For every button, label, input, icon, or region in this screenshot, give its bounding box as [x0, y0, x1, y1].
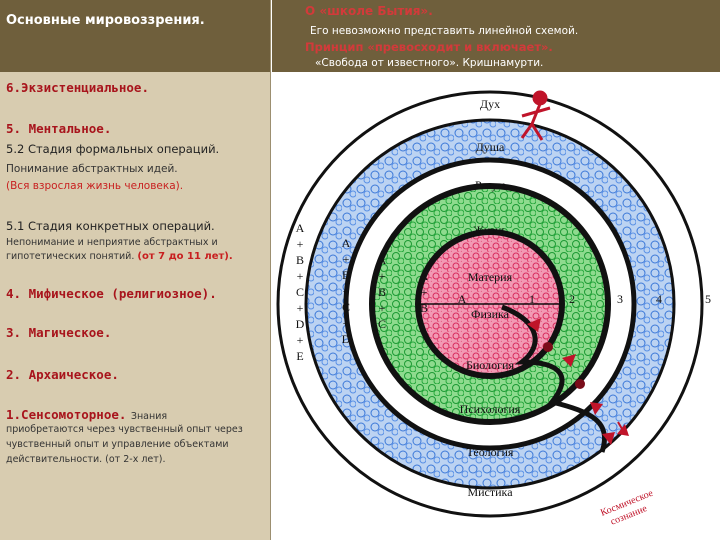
stage-5-1: 5.1 Стадия конкретных операций. [6, 219, 215, 233]
label-mysticism: Мистика [467, 485, 513, 499]
label-life: Жизнь [473, 223, 507, 237]
level-number-5: 5 [705, 292, 711, 306]
stage-5: 5. Ментальное. [6, 121, 112, 136]
col1-letter: B [296, 253, 304, 267]
title-bar [0, 0, 270, 72]
arrow-stem [617, 421, 626, 435]
col2-letter: + [343, 284, 350, 298]
label-biology: Биология [466, 358, 514, 372]
stage-5-2: 5.2 Стадия формальных операций. [6, 142, 220, 156]
stage-4: 4. Мифическое (религиозное). [6, 286, 217, 301]
spiral-path [501, 304, 607, 453]
col1-letter: D [296, 317, 305, 331]
figure-icon [520, 90, 551, 141]
letter-column-2: A + B + C + D [342, 236, 351, 346]
label-theology: Теология [467, 445, 514, 459]
col1-letter: C [296, 285, 304, 299]
center-label: A [458, 292, 467, 306]
label-physics: Физика [471, 307, 510, 321]
col2-letter: A [342, 236, 351, 250]
letter-column-3: A + B + C [378, 253, 387, 331]
level-number-3: 3 [617, 292, 623, 306]
stage-1-desc-1: приобретаются через чувственный опыт чер… [6, 424, 243, 435]
col2-letter: + [343, 316, 350, 330]
col1-letter: E [296, 349, 303, 363]
stage-3: 3. Магическое. [6, 325, 112, 340]
col4-letter: + [421, 285, 428, 299]
col3-letter: + [379, 269, 386, 283]
label-spirit: Дух [480, 97, 500, 111]
level-number-2: 2 [569, 292, 575, 306]
col1-letter: + [297, 237, 304, 251]
stage-5-2-desc: Понимание абстрактных идей. [6, 163, 178, 175]
stage-5-1-desc-2: гипотетических понятий. (от 7 до 11 лет)… [6, 251, 233, 262]
stage-1-desc-3: действительности. (от 2-х лет). [6, 454, 166, 465]
label-soul: Душа [476, 140, 505, 154]
holarchy-diagram: Дух Душа Разум Жизнь Материя Физика Биол… [276, 90, 711, 528]
col3-letter: B [378, 285, 386, 299]
cosmic-annotation: Космическое сознание [599, 488, 655, 528]
label-psychology: Психология [460, 402, 521, 416]
quote-banner [272, 0, 720, 72]
stage-2: 2. Архаическое. [6, 367, 119, 382]
stage-1-line: 1.Сенсомоторное. Знания [6, 406, 167, 424]
col3-letter: + [379, 301, 386, 315]
col2-letter: + [343, 252, 350, 266]
stage-1: 1.Сенсомоторное. [6, 407, 127, 422]
col1-letter: + [297, 269, 304, 283]
col1-letter: + [297, 333, 304, 347]
stage-5-1-desc-1: Непонимание и неприятие абстрактных и [6, 237, 218, 248]
col2-letter: B [342, 268, 350, 282]
col2-letter: C [342, 300, 350, 314]
stage-5-1-age: (от 7 до 11 лет). [137, 251, 233, 262]
label-mind: Разум [475, 178, 505, 192]
stages-panel [0, 0, 271, 540]
banner-line-4: «Свобода от известного». Кришнамурти. [315, 57, 544, 69]
stage-6: 6.Экзистенциальное. [6, 80, 149, 95]
banner-line-3: Принцип «превосходит и включает». [305, 40, 553, 54]
stage-1-desc-2: чувственный опыт и управление объектами [6, 439, 229, 450]
col1-letter: A [296, 221, 305, 235]
stage-1-desc-0: Знания [130, 411, 168, 422]
col3-letter: C [378, 317, 386, 331]
col3-letter: A [378, 253, 387, 267]
label-matter: Материя [468, 270, 513, 284]
col4-letter: B [420, 301, 428, 315]
level-number-4: 4 [656, 292, 662, 306]
banner-line-2: Его невозможно представить линейной схем… [310, 25, 579, 37]
col1-letter: + [297, 301, 304, 315]
spiral-arrows [527, 318, 615, 445]
letter-column-4: A + B [420, 269, 429, 315]
level-number-1: 1 [529, 292, 535, 306]
page-title: Основные мировоззрения. [6, 13, 205, 28]
col2-letter: D [342, 332, 351, 346]
col4-letter: A [420, 269, 429, 283]
letter-column-1: A + B + C + D + E [296, 221, 305, 363]
banner-line-1: О «школе Бытия». [305, 4, 433, 18]
stage-5-2-note: (Вся взрослая жизнь человека). [6, 180, 184, 192]
